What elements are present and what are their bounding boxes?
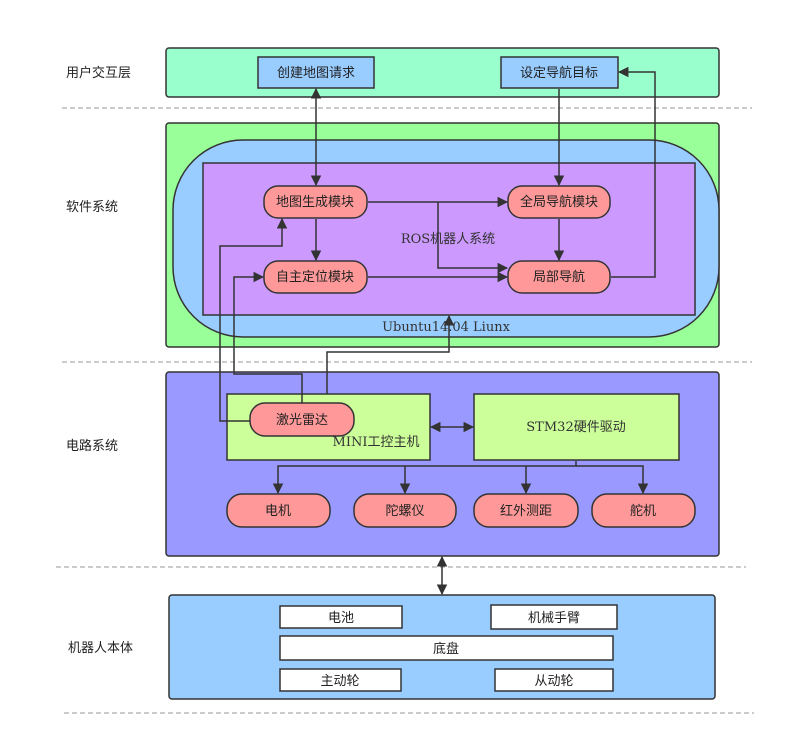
battery-box[interactable]	[279, 605, 403, 629]
arm-label: 机械手臂	[528, 611, 580, 626]
arrow-lidar-to-mapgen	[219, 217, 288, 422]
servo-label: 舵机	[630, 504, 656, 519]
driven-wheel-box[interactable]	[494, 668, 614, 692]
arrow-localnav-to-navgoal	[611, 66, 656, 278]
ubuntu-label: Ubuntu14.04 Liunx	[382, 320, 511, 335]
lidar-label: 激光雷达	[276, 413, 328, 428]
chassis-box[interactable]	[279, 635, 614, 661]
chassis-label: 底盘	[433, 641, 459, 657]
layer-label-user: 用户交互层	[66, 65, 131, 81]
set-nav-goal-label: 设定导航目标	[520, 65, 598, 81]
arm-box[interactable]	[490, 604, 618, 630]
create-map-request-label: 创建地图请求	[277, 66, 355, 81]
stm32-label: STM32硬件驱动	[526, 420, 625, 435]
layer-label-robot: 机器人本体	[68, 641, 133, 656]
battery-label: 电池	[328, 611, 354, 626]
stm32-box[interactable]	[473, 393, 680, 461]
driven-wheel-label: 从动轮	[534, 674, 573, 689]
arrow-stm32-to-servo	[576, 465, 649, 495]
self-locate-label: 自主定位模块	[276, 270, 354, 285]
arrow-minipc-to-ubuntu	[326, 314, 455, 394]
gyro-label: 陀螺仪	[385, 503, 424, 519]
motor-label: 电机	[265, 504, 291, 519]
drive-wheel-label: 主动轮	[320, 674, 359, 689]
arrow-mapgen-to-localnav	[437, 202, 509, 274]
mini-pc-label: MINI工控主机	[333, 435, 420, 450]
drive-wheel-box[interactable]	[279, 668, 402, 692]
arrow-stm32-bus	[272, 461, 577, 495]
layer-label-software: 软件系统	[66, 200, 118, 215]
ir-range-label: 红外测距	[500, 503, 552, 519]
arrow-lidar-to-selflocate	[233, 271, 303, 403]
ros-label: ROS机器人系统	[401, 232, 495, 247]
layer-label-circuit: 电路系统	[66, 438, 118, 454]
map-gen-label: 地图生成模块	[276, 195, 354, 210]
global-nav-label: 全局导航模块	[520, 194, 598, 210]
local-nav-label: 局部导航	[533, 269, 585, 285]
